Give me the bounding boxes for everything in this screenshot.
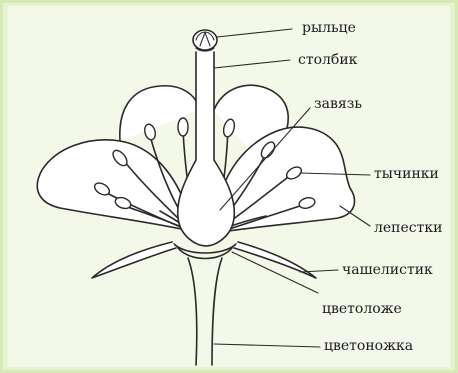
- label-pedicel: цветоножка: [324, 338, 413, 354]
- petal-left: [37, 140, 186, 230]
- label-style: столбик: [298, 52, 357, 68]
- pedicel-shape: [188, 258, 197, 365]
- petal-back-left: [120, 86, 200, 141]
- label-stigma: рыльце: [302, 20, 356, 36]
- label-sepal: чашелистик: [342, 262, 433, 278]
- label-stamens: тычинки: [374, 166, 439, 182]
- petal-right: [220, 127, 354, 232]
- label-receptacle: цветоложе: [322, 301, 402, 317]
- label-petals: лепестки: [374, 220, 442, 236]
- label-ovary: завязь: [314, 96, 362, 112]
- sepal-left: [92, 242, 176, 278]
- pistil: [178, 52, 235, 246]
